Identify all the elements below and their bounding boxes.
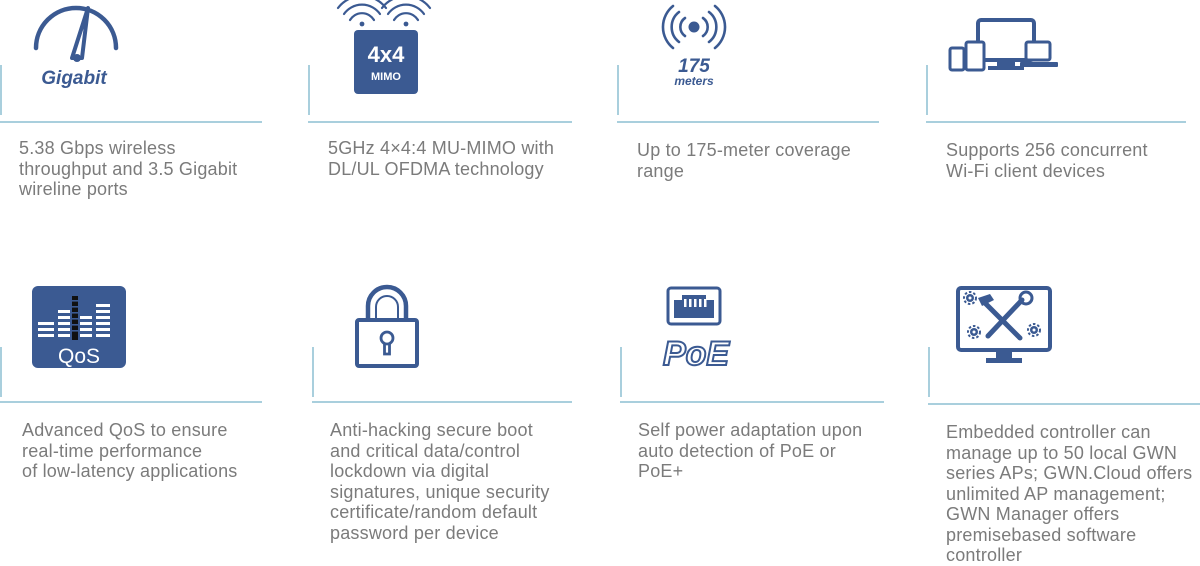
mimo-icon: 4x4 MIMO [332,0,444,96]
coverage-unit: meters [674,74,714,88]
feature-mimo: 4x4 MIMO 5GHz 4×4:4 MU-MIMO with DL/UL O… [308,0,598,282]
poe-icon: PoE [658,286,734,374]
devices-icon [948,18,1060,74]
feature-controller: Embedded controller can manage up to 50 … [928,282,1200,565]
controller-icon [956,286,1052,366]
poe-label: PoE [663,335,730,373]
feature-poe-text: Self power adaptation upon auto detectio… [638,420,863,481]
coverage-number: 175 [678,56,710,77]
feature-gigabit: Gigabit 5.38 Gbps wireless throughput an… [0,0,290,282]
feature-poe: PoE Self power adaptation upon auto dete… [620,282,910,564]
feature-security-text: Anti-hacking secure boot and critical da… [330,420,550,543]
mimo-label: MIMO [371,71,401,83]
mimo-number: 4x4 [368,42,405,67]
feature-qos-text: Advanced QoS to ensure real-time perform… [22,420,238,481]
qos-icon: QoS [32,286,126,368]
speedometer-icon: Gigabit [30,2,122,90]
feature-devices-text: Supports 256 concurrent Wi-Fi client dev… [946,140,1148,181]
feature-devices: Supports 256 concurrent Wi-Fi client dev… [926,0,1200,282]
gigabit-label: Gigabit [41,68,107,89]
feature-coverage: 175 meters Up to 175-meter coverage rang… [617,0,907,282]
feature-mimo-text: 5GHz 4×4:4 MU-MIMO with DL/UL OFDMA tech… [328,138,555,179]
feature-qos: QoS Advanced QoS to ensure real-time per… [0,282,290,564]
coverage-icon: 175 meters [659,4,729,88]
feature-security: Anti-hacking secure boot and critical da… [312,282,602,564]
feature-coverage-text: Up to 175-meter coverage range [637,140,851,181]
feature-gigabit-text: 5.38 Gbps wireless throughput and 3.5 Gi… [19,138,238,199]
feature-controller-text: Embedded controller can manage up to 50 … [946,422,1193,565]
qos-label: QoS [58,345,100,368]
lock-icon [354,284,420,368]
